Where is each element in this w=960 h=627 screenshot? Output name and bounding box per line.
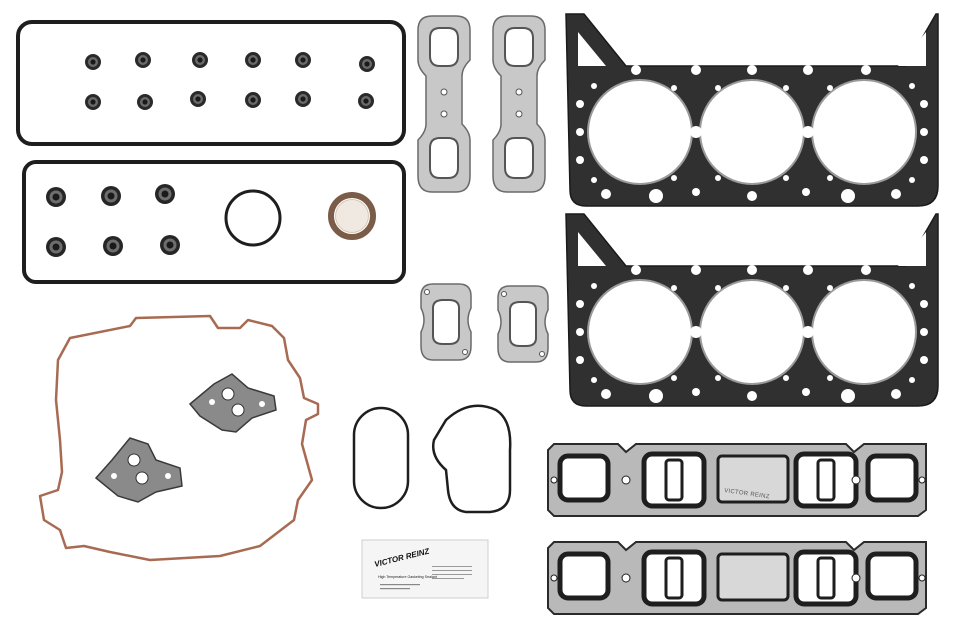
- head-gasket-top: [565, 13, 939, 207]
- valve-cover-gasket-bottom: [22, 160, 406, 284]
- packet-line-1: High Temperature Gasketing Sealant: [378, 575, 437, 579]
- valve-stem-seals-top: [85, 52, 375, 110]
- valve-stem-seals-bottom: [46, 184, 180, 257]
- intake-gasket-upper: VICTOR REINZ: [548, 444, 926, 516]
- egr-gasket-lower: [94, 437, 183, 503]
- black-o-ring: [224, 189, 282, 247]
- exhaust-gasket-right-long: [492, 15, 546, 193]
- exhaust-gasket-right-short: [497, 285, 549, 363]
- exhaust-gasket-left-long: [417, 15, 471, 193]
- fiber-seal-ring: [328, 192, 376, 240]
- head-gasket-bottom: [565, 213, 939, 407]
- shaped-o-ring: [432, 404, 512, 514]
- intake-gasket-lower: [548, 542, 926, 614]
- egr-gasket-upper: [188, 373, 277, 433]
- sealant-packet: VICTOR REINZ High Temperature Gasketing …: [361, 539, 489, 599]
- exhaust-gasket-left-short: [420, 283, 472, 361]
- oval-o-ring: [352, 406, 410, 510]
- timing-cover-gasket: [38, 314, 320, 562]
- valve-cover-gasket-top: [16, 20, 406, 146]
